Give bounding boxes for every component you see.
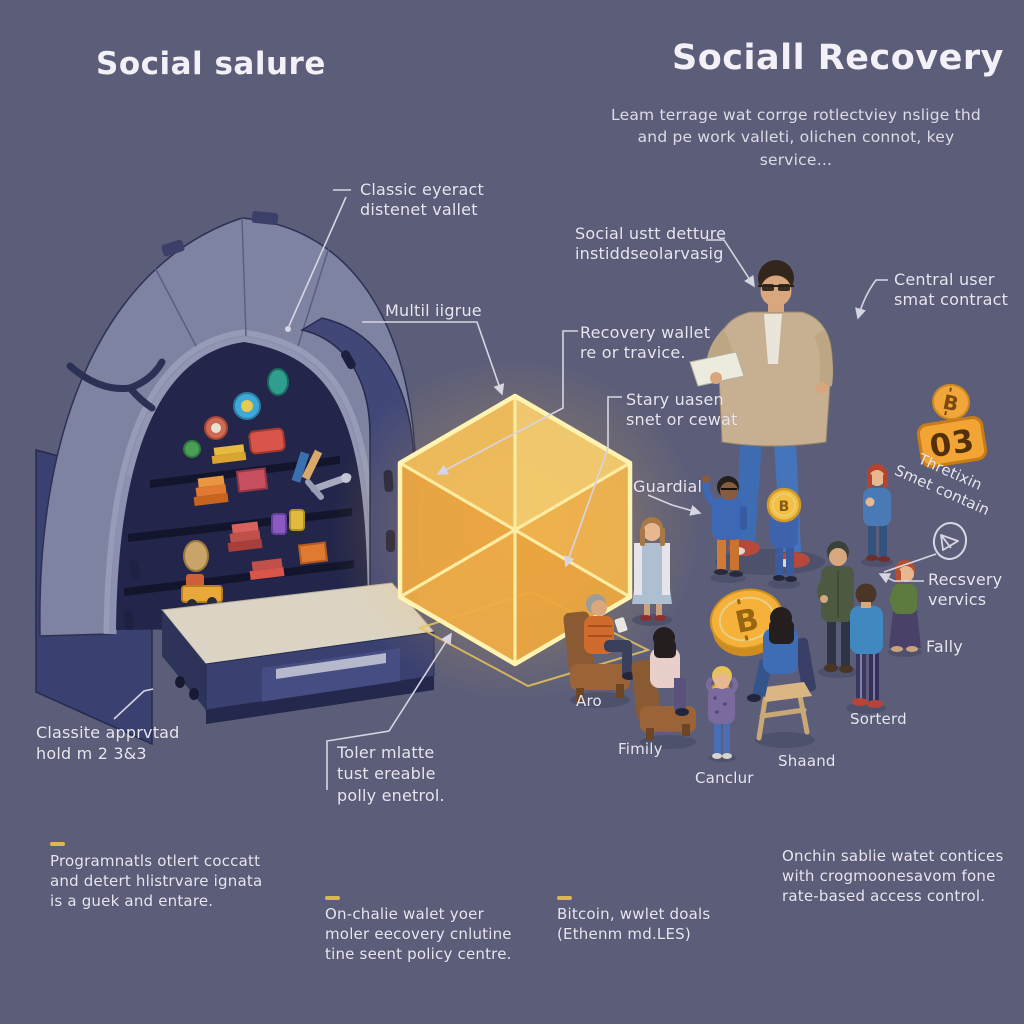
guardian-woman-figure [632,517,672,626]
note-line: On-chalie walet yoer [325,905,484,923]
waving-man-figure [702,475,747,583]
callout-fally: Fally [926,637,963,657]
note-line: rate-based access control. [782,887,986,906]
person-label-shaand: Shaand [778,752,836,770]
note-line: tine seent policy centre. [325,945,512,964]
callout-line: Stary uasen [626,390,724,409]
callout-line: Recsvery [928,570,1003,589]
title-left: Social salure [96,46,326,82]
vault-platform [161,582,435,724]
note-programmable: Programnatls otlert coccatt and detert h… [50,851,262,911]
fimily-seated-figure [631,627,696,749]
callout-line: Multil iigrue [385,301,482,320]
note-bitcoin-wallets: Bitcoin, wwlet doals (Ethenm md.LES) [557,904,710,944]
note-line: is a guek and entare. [50,892,214,911]
vault-shelf-items [181,368,329,609]
callout-line: snet or cewat [626,410,738,429]
callout-recovery-wallet: Recovery wallet re or travice. [580,323,710,363]
callout-guardial: Guardial [633,477,702,497]
sorterd-man-figure [846,583,886,714]
canclur-kid-figure [705,666,739,762]
person-label-canclur: Canclur [695,769,754,787]
badge-03: 03 [916,416,988,468]
person-label-aro: Aro [576,692,602,710]
coin-kid-figure: B [766,487,802,589]
note-line: with crogmoonesavom fone [782,867,996,886]
note-toler: Toler mlatte tust ereable polly enetrol. [337,742,445,806]
person-label-fimily: Fimily [618,740,663,758]
callout-recovery-services: Recsvery vervics [928,570,1002,610]
yellow-dash [557,896,572,900]
note-classite: Classite apprvtad hold m 2 3&3 [36,722,180,765]
title-right: Sociall Recovery [672,38,1004,78]
shaand-seated-figure [747,607,816,748]
note-onchain-access: Onchin sablie watet contices with crogmo… [782,846,1003,906]
note-line: (Ethenm md.LES) [557,925,691,944]
callout-central-user: Central user smat contract [894,270,1008,310]
callout-line: Fally [926,637,963,656]
note-onchalie: On-chalie walet yoer moler eecovery cnlu… [325,904,512,964]
callout-social-detture: Social ustt detture instiddseolarvasig [575,224,726,264]
fally-woman-figure [888,560,922,657]
bitcoin-symbol: B [941,390,961,417]
note-line: Bitcoin, wwlet doals [557,905,711,923]
note-line: moler eecovery cnlutine [325,925,512,944]
note-line: Toler mlatte [337,743,435,762]
note-line: Classite apprvtad [36,723,180,742]
subtitle-line2: and pe work valleti, olichen connot, key… [637,128,955,169]
note-line: Programnatls otlert coccatt [50,852,261,870]
bitcoin-symbol: B [779,499,790,515]
callout-line: Guardial [633,477,703,496]
callout-multisig: Multil iigrue [385,301,482,321]
callout-line: vervics [928,590,987,609]
badge-number: 03 [927,423,977,466]
redhead-woman-figure [861,464,893,567]
bitcoin-icon-small: B [932,383,970,421]
recovery-service-icon [932,522,968,560]
callout-stary-uasen: Stary uasen snet or cewat [626,390,738,430]
callout-line: re or travice. [580,343,686,362]
callout-line: Central user [894,270,995,289]
yellow-dash [50,842,65,846]
note-line: polly enetrol. [337,785,445,805]
callout-line: instiddseolarvasig [575,244,724,263]
callout-line: Recovery wallet [580,323,711,342]
yellow-dash [325,896,340,900]
subtitle-right: Leam terrage wat corrge rotlectviey nsli… [600,104,992,171]
note-line: and detert hlistrvare ignata [50,872,263,891]
vault-emblem [66,358,166,412]
note-line: hold m 2 3&3 [36,744,147,764]
note-line: tust ereable [337,764,436,784]
subtitle-line1: Leam terrage wat corrge rotlectviey nsli… [611,106,981,124]
callout-classic-vault: Classic eyeract distenet vallet [360,180,484,220]
aro-seated-figure [563,594,636,708]
callout-line: Social ustt detture [575,224,727,243]
person-label-sorterd: Sorterd [850,710,907,728]
vault-illustration [35,210,435,746]
callout-line: smat contract [894,290,1009,309]
callout-line: Classic eyeract [360,180,485,199]
phone-man-figure [817,541,858,678]
note-line: Onchin sablie watet contices [782,847,1004,865]
callout-line: distenet vallet [360,200,478,219]
leader-lines [113,189,937,790]
